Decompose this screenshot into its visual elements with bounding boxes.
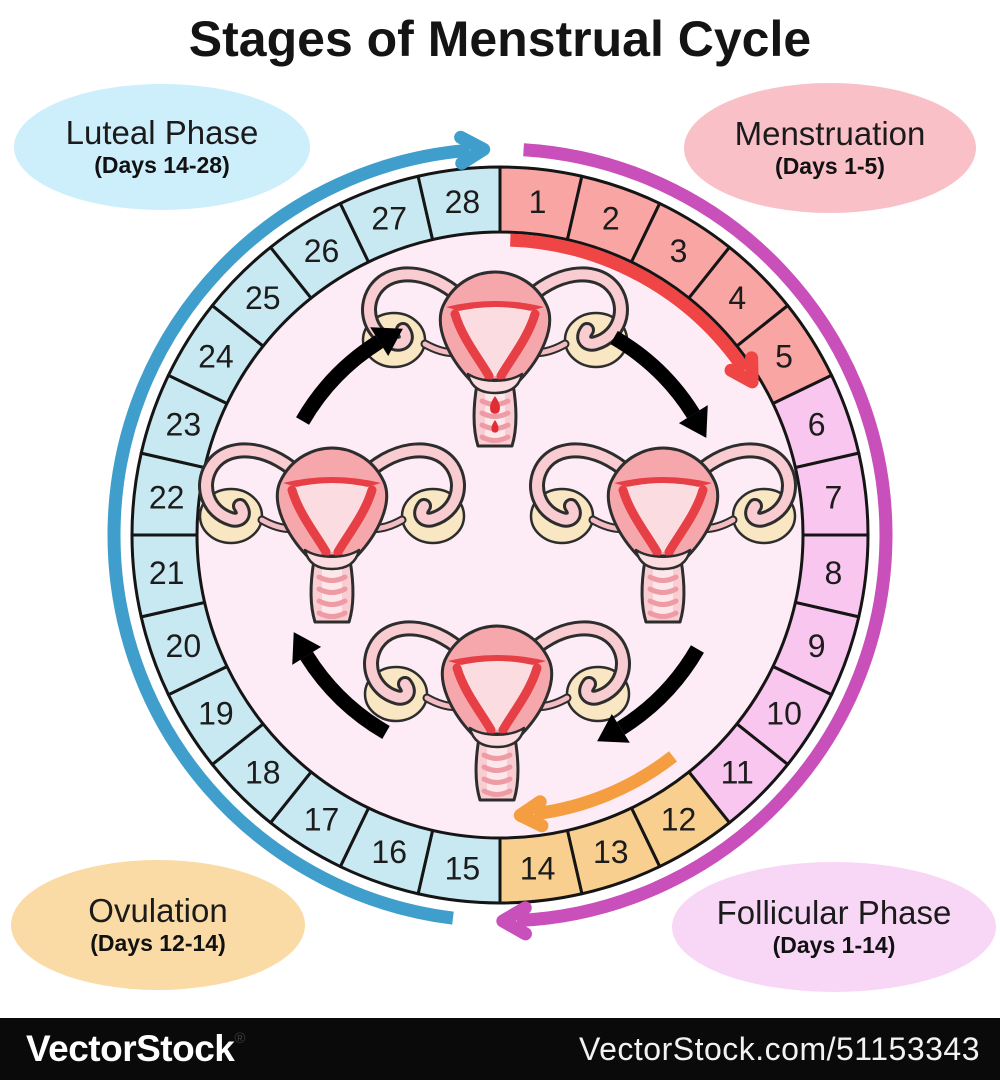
- phase-days-menstruation: (Days 1-5): [775, 153, 885, 180]
- day-label-14: 14: [520, 851, 556, 887]
- phase-label-menstruation: Menstruation (Days 1-5): [684, 83, 976, 213]
- cycle-arrow-bottom-right-shaft: [616, 645, 704, 735]
- phase-days-follicular: (Days 1-14): [772, 932, 896, 959]
- day-label-24: 24: [198, 339, 234, 375]
- day-label-28: 28: [445, 184, 481, 220]
- day-label-2: 2: [602, 201, 620, 237]
- registered-mark: ®: [234, 1030, 245, 1047]
- day-label-20: 20: [166, 628, 202, 664]
- day-label-18: 18: [245, 754, 281, 790]
- day-label-17: 17: [304, 801, 340, 837]
- cycle-arrow-bottom-left-shaft: [300, 651, 390, 739]
- day-label-5: 5: [775, 339, 793, 375]
- watermark-brand: VectorStock®: [26, 1028, 245, 1070]
- day-label-3: 3: [670, 233, 688, 269]
- cycle-arrow-bottom-right-head: [597, 713, 630, 743]
- phase-days-ovulation: (Days 12-14): [90, 930, 226, 957]
- day-label-10: 10: [766, 696, 802, 732]
- menstruation-flow-arrow-shaft: [510, 233, 750, 374]
- day-label-1: 1: [529, 184, 547, 220]
- day-label-27: 27: [371, 201, 407, 237]
- watermark-brand-text: VectorStock: [26, 1028, 235, 1069]
- watermark-bar: VectorStock® VectorStock.com/51153343: [0, 1018, 1000, 1080]
- phase-name-luteal: Luteal Phase: [65, 114, 259, 152]
- watermark-ref: VectorStock.com/51153343: [579, 1030, 980, 1067]
- follicular-arc-arrow-shaft: [516, 143, 893, 928]
- cycle-inner-circle: [197, 232, 803, 838]
- day-label-16: 16: [371, 834, 407, 870]
- day-label-19: 19: [198, 696, 234, 732]
- luteal-arc-arrow-shaft: [107, 143, 471, 925]
- cycle-arrow-top-left-shaft: [296, 335, 384, 425]
- ovulation-flow-arrow-head: [513, 795, 549, 833]
- day-label-11: 11: [721, 754, 754, 790]
- phase-label-luteal: Luteal Phase (Days 14-28): [14, 84, 310, 210]
- menstruation-flow-arrow-head: [724, 351, 759, 389]
- day-label-25: 25: [245, 280, 281, 316]
- day-label-8: 8: [824, 555, 842, 591]
- day-label-6: 6: [808, 406, 826, 442]
- luteal-arc-arrow-head: [454, 130, 491, 170]
- day-label-13: 13: [593, 834, 629, 870]
- cycle-arrow-bottom-left-head: [292, 632, 322, 665]
- cycle-arrow-top-right-head: [678, 405, 708, 438]
- day-label-15: 15: [445, 851, 481, 887]
- day-label-12: 12: [661, 801, 697, 837]
- page-title: Stages of Menstrual Cycle: [188, 11, 812, 67]
- day-label-22: 22: [149, 480, 185, 516]
- day-label-9: 9: [808, 628, 826, 664]
- day-label-21: 21: [149, 555, 185, 591]
- phase-name-follicular: Follicular Phase: [716, 894, 952, 932]
- phase-label-follicular: Follicular Phase (Days 1-14): [672, 862, 996, 992]
- cycle-arrow-top-right-shaft: [610, 331, 700, 419]
- phase-name-ovulation: Ovulation: [88, 892, 228, 930]
- phase-label-ovulation: Ovulation (Days 12-14): [11, 860, 305, 990]
- follicular-arc-arrow-head: [496, 901, 532, 941]
- day-label-26: 26: [304, 233, 340, 269]
- phase-days-luteal: (Days 14-28): [94, 152, 230, 179]
- day-label-7: 7: [824, 480, 842, 516]
- day-segment-28: [416, 165, 502, 242]
- phase-name-menstruation: Menstruation: [734, 115, 926, 153]
- cycle-arrow-top-left-head: [370, 327, 403, 357]
- day-label-4: 4: [728, 280, 746, 316]
- day-label-23: 23: [166, 406, 202, 442]
- ovulation-flow-arrow-shaft: [533, 751, 678, 821]
